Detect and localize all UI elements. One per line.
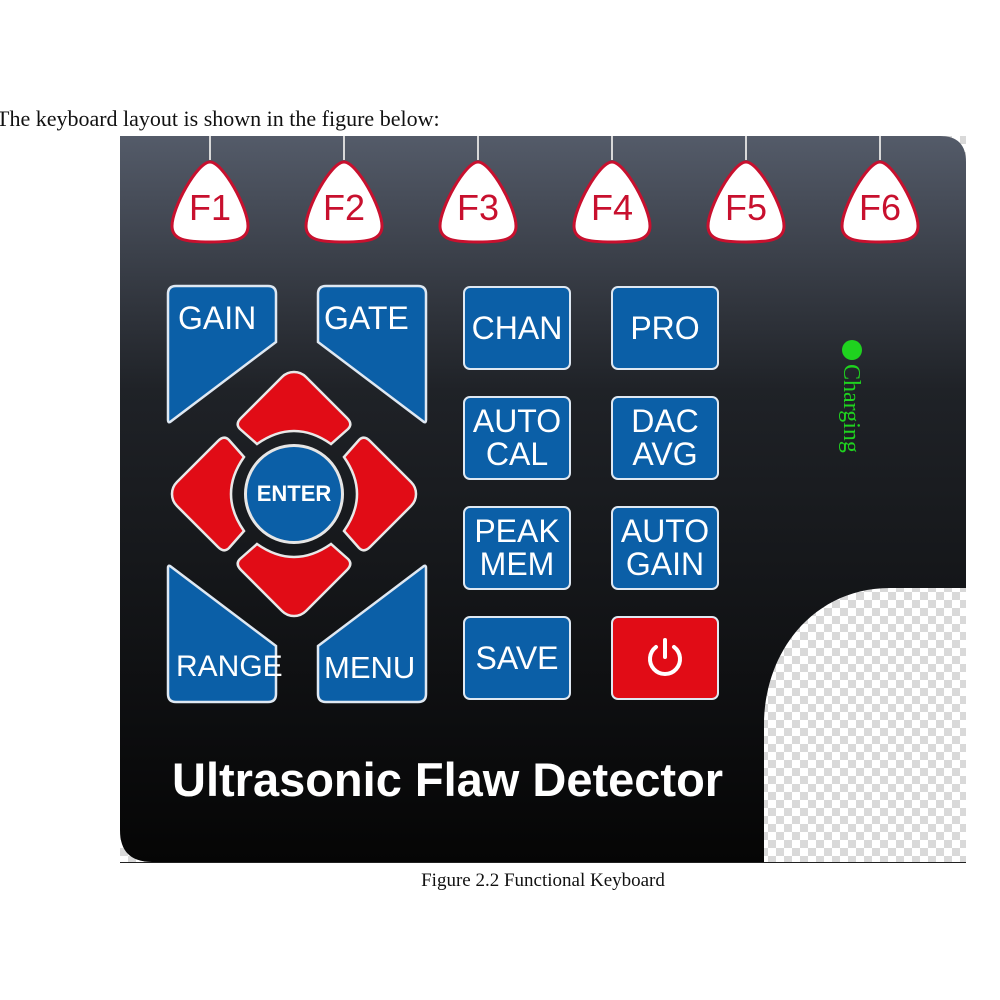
down-arrow-key[interactable] (236, 542, 352, 618)
gain-key[interactable]: GAIN (166, 284, 278, 426)
pro-key-label: PRO (630, 309, 700, 346)
peak-mem-key-label: PEAK MEM (474, 513, 560, 582)
f3-key-label: F3 (456, 187, 499, 228)
range-key-label: RANGE (176, 650, 283, 683)
up-arrow-key[interactable] (236, 370, 352, 446)
range-key[interactable]: RANGE (166, 562, 283, 704)
menu-key-label: MENU (324, 650, 416, 685)
f6-key[interactable]: F6 (838, 136, 922, 246)
peak-mem-key[interactable]: PEAK MEM (463, 506, 571, 590)
f1-key[interactable]: F1 (168, 136, 252, 246)
save-key-label: SAVE (475, 639, 559, 676)
f4-key[interactable]: F4 (570, 136, 654, 246)
f2-key[interactable]: F2 (302, 136, 386, 246)
left-arrow-key[interactable] (170, 436, 246, 552)
intro-text: The keyboard layout is shown in the figu… (0, 106, 440, 131)
auto-gain-key[interactable]: AUTO GAIN (611, 506, 719, 590)
device-title: Ultrasonic Flaw Detector (172, 753, 724, 806)
figure-baseline (120, 862, 966, 863)
auto-gain-key-label: AUTO GAIN (620, 513, 710, 582)
direction-pad: ENTER (166, 366, 422, 622)
auto-cal-key-label: AUTO CAL (472, 403, 562, 472)
power-key[interactable] (611, 616, 719, 700)
charging-label: Charging (838, 364, 864, 453)
chan-key[interactable]: CHAN (463, 286, 571, 370)
f4-key-label: F4 (590, 187, 633, 228)
chan-key-label: CHAN (471, 309, 563, 346)
charging-led-indicator (842, 340, 862, 360)
power-icon (648, 638, 682, 676)
dac-avg-key-label: DAC AVG (631, 403, 699, 472)
f3-key[interactable]: F3 (436, 136, 520, 246)
f6-key-label: F6 (858, 187, 901, 228)
pro-key[interactable]: PRO (611, 286, 719, 370)
f2-key-label: F2 (322, 187, 365, 228)
f1-key-label: F1 (188, 187, 231, 228)
gate-key-label: GATE (324, 300, 409, 336)
gain-key-label: GAIN (178, 300, 257, 336)
auto-cal-key[interactable]: AUTO CAL (463, 396, 571, 480)
figure-caption: Figure 2.2 Functional Keyboard (421, 870, 665, 891)
menu-key[interactable]: MENU (316, 562, 428, 704)
save-key[interactable]: SAVE (463, 616, 571, 700)
enter-key[interactable]: ENTER (244, 444, 344, 544)
f5-key-label: F5 (724, 187, 767, 228)
right-arrow-key[interactable] (342, 436, 418, 552)
dac-avg-key[interactable]: DAC AVG (611, 396, 719, 480)
gate-key[interactable]: GATE (316, 284, 428, 426)
enter-key-label: ENTER (256, 481, 332, 506)
f5-key[interactable]: F5 (704, 136, 788, 246)
